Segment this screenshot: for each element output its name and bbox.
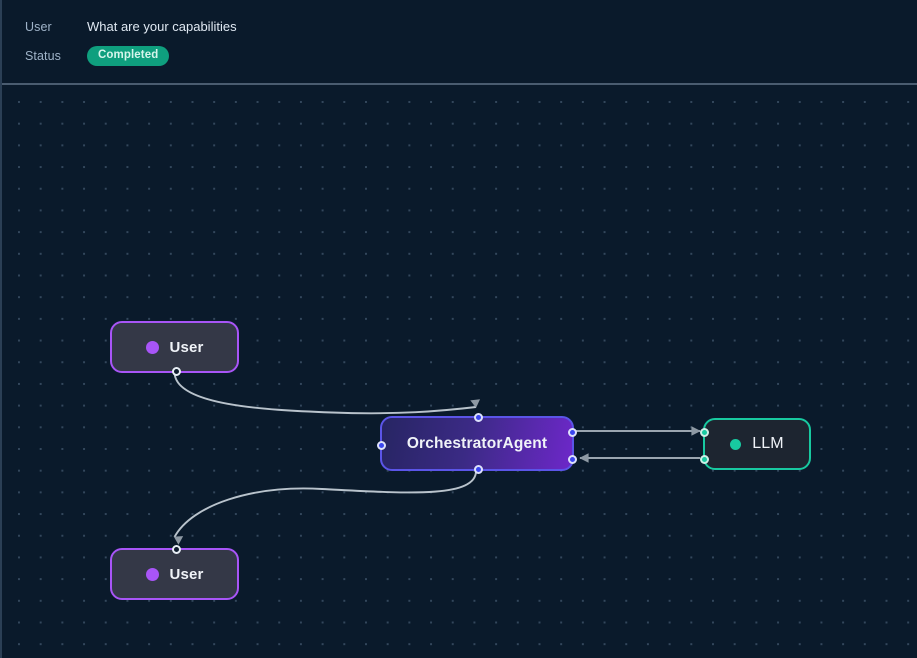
node-user-bottom[interactable]: User	[110, 545, 239, 600]
header-row-user: User What are your capabilities	[25, 18, 237, 36]
node-llm[interactable]: LLM	[700, 418, 811, 470]
handle-left-bottom[interactable]	[700, 455, 709, 464]
node-orchestrator-agent[interactable]: OrchestratorAgent	[377, 413, 577, 474]
handle-top[interactable]	[172, 545, 181, 554]
edge-orchestrator-to-user	[173, 470, 477, 545]
status-badge: Completed	[87, 46, 170, 66]
user-label: User	[25, 20, 52, 34]
user-node-dot-icon	[145, 567, 159, 581]
llm-node-dot-icon	[730, 438, 742, 450]
node-label: User	[169, 338, 204, 356]
handle-left-top[interactable]	[700, 428, 709, 437]
edge-user-to-orchestrator	[173, 371, 481, 415]
node-label: User	[169, 565, 204, 583]
handle-left[interactable]	[377, 441, 386, 450]
handle-bottom[interactable]	[172, 367, 181, 376]
header-row-status: Status Completed	[25, 46, 170, 66]
handle-right-top[interactable]	[568, 428, 577, 437]
node-user-top[interactable]: User	[110, 321, 239, 376]
graph-canvas[interactable]: User OrchestratorAgent LLM	[2, 85, 917, 656]
handle-bottom[interactable]	[474, 465, 483, 474]
status-label: Status	[25, 49, 62, 63]
node-label: LLM	[752, 435, 784, 452]
node-label: OrchestratorAgent	[406, 434, 548, 452]
user-node-dot-icon	[145, 340, 159, 354]
run-header: User What are your capabilities Status C…	[2, 0, 917, 85]
handle-right-bottom[interactable]	[568, 455, 577, 464]
user-message-text: What are your capabilities	[87, 19, 237, 34]
handle-top[interactable]	[474, 413, 483, 422]
